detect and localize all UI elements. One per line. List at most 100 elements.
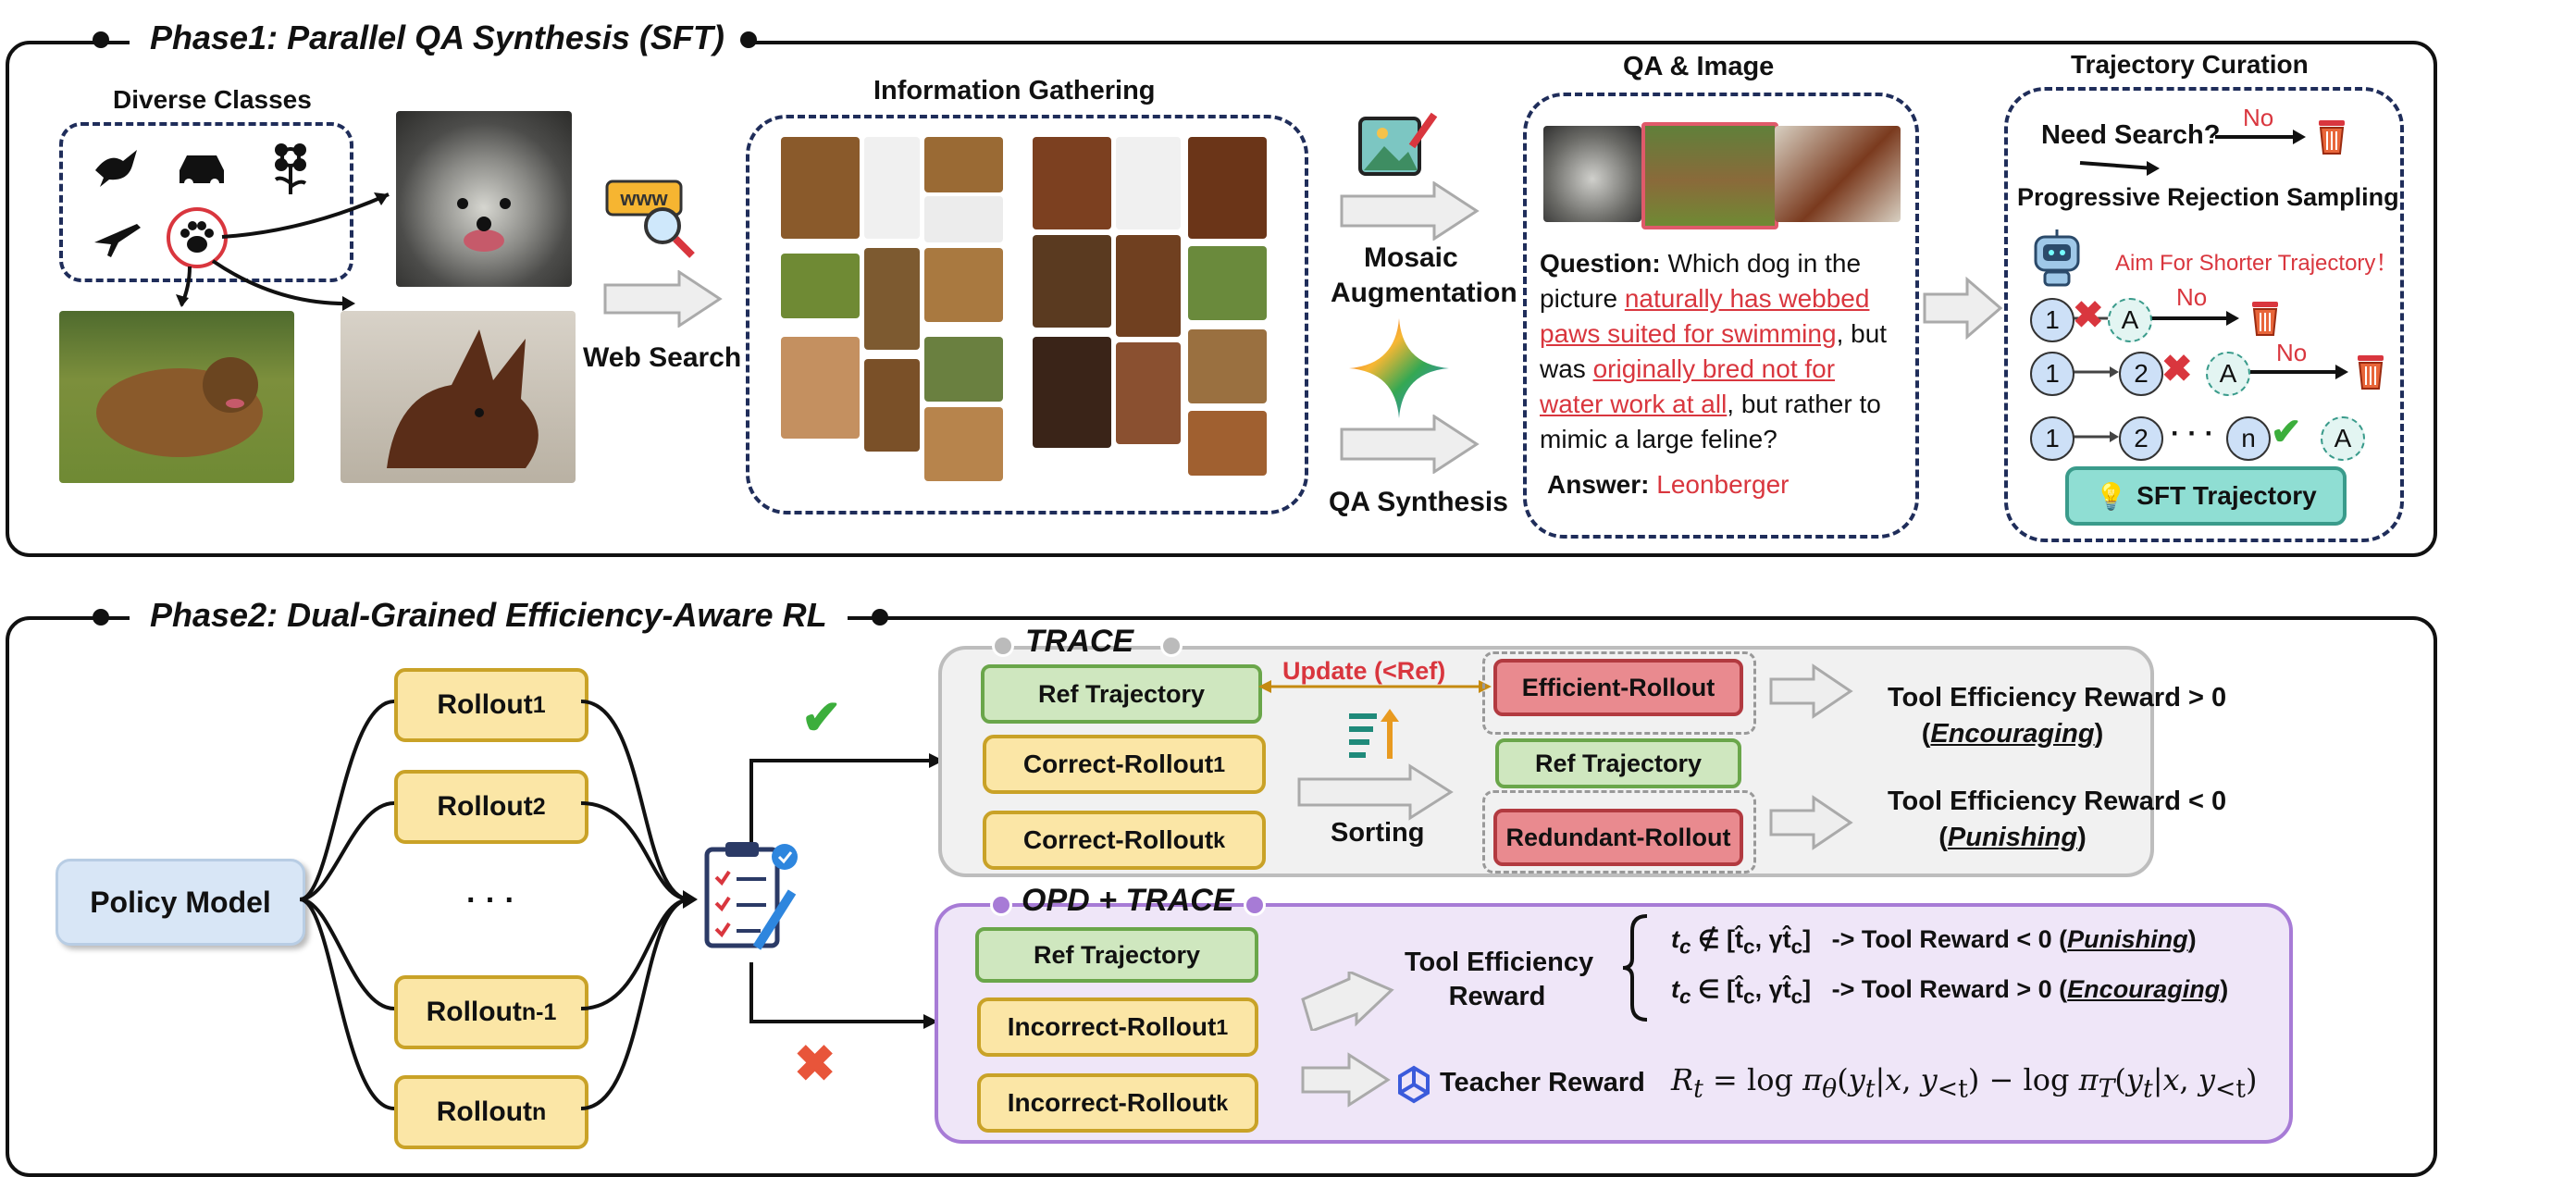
correct-rollout-label: Correct-Rollout: [1022, 750, 1214, 778]
teacher-formula: Rt = log πθ(yt|x, y<t) − log πT(yt|x, y<…: [1671, 1062, 2258, 1104]
answer-text: Answer: Leonberger: [1547, 470, 1789, 500]
reward-neg-label: Tool Efficiency Reward < 0: [1888, 787, 2227, 816]
mosaic-photo-leonberger: [1641, 122, 1778, 229]
need-search-label: Need Search?: [2041, 120, 2221, 150]
rollout-sub: 1: [532, 691, 546, 718]
reward-pos-text: Tool Efficiency Reward > 0 (Encouraging): [1888, 683, 2227, 750]
phase2-title-dot-left: [93, 609, 109, 626]
need-search-no: No: [2243, 104, 2274, 131]
teacher-arrow: [1301, 1052, 1391, 1108]
traj3-node-1: 1: [2030, 416, 2074, 461]
rollout-label: Rollout: [437, 689, 533, 720]
web-search-arrow: [603, 270, 723, 328]
info-gathering-box: [746, 115, 1308, 514]
trash-icon: [2354, 352, 2387, 390]
sft-trajectory-box: 💡SFT Trajectory: [2065, 466, 2347, 526]
rollout-sub: 1: [1213, 751, 1226, 776]
traj2-no: No: [2276, 339, 2308, 366]
teacher-reward-label: Teacher Reward: [1440, 1068, 1645, 1097]
flower-icon: [274, 143, 307, 194]
reward-pos-note: (Encouraging): [1921, 719, 2104, 749]
traj2-node-a: A: [2206, 352, 2250, 396]
traj3-node-2: 2: [2119, 416, 2163, 461]
notin-bracket: ∉ [t̂: [1698, 925, 1744, 953]
web-search-label: Web Search: [583, 342, 742, 373]
trace-title: TRACE: [1025, 624, 1134, 659]
www-search-icon: www: [603, 178, 700, 259]
trash-icon: [2315, 117, 2348, 155]
rollout-label: Rollout: [436, 1096, 533, 1127]
answer-value: Leonberger: [1656, 470, 1790, 499]
question-part-1: Which dog in the picture: [1540, 249, 1862, 313]
traj1-cross-icon: ✖: [2073, 295, 2104, 336]
photo-keeshond: [396, 111, 572, 287]
mosaic-photo-kelpie: [1775, 126, 1901, 222]
update-ref-label: Update (<Ref): [1282, 657, 1446, 685]
incorrect-rollout-label: Incorrect-Rollout: [1007, 1012, 1217, 1041]
sorting-arrow: [1297, 763, 1454, 821]
redundant-rollout: Redundant-Rollout: [1493, 809, 1743, 866]
opd-ref-trajectory: Ref Trajectory: [975, 927, 1258, 983]
sort-icon: [1345, 705, 1403, 762]
clipboard-icon: [700, 836, 801, 957]
qa-image-box: [1523, 93, 1919, 539]
reward-neg-text: Tool Efficiency Reward < 0 (Punishing): [1888, 787, 2227, 853]
traj2-node-1: 1: [2030, 352, 2074, 396]
phase2-title-dot-right: [872, 609, 888, 626]
car-icon: [180, 155, 224, 188]
reward-neg-arrow: [1769, 795, 1853, 850]
phase1-title-dot-left: [93, 31, 109, 48]
rollout-sub: k: [1216, 1090, 1229, 1115]
tool-condition-in: tc ∈ [t̂c, γt̂c] -> Tool Reward > 0 (Enc…: [1671, 975, 2229, 1009]
traj2-cross-icon: ✖: [2161, 349, 2193, 390]
traj3-dots: · · ·: [2171, 418, 2214, 449]
gemini-star-icon: [1345, 315, 1453, 422]
rollout-sub: k: [1213, 827, 1226, 852]
question-label: Question:: [1540, 249, 1661, 278]
sorting-label: Sorting: [1331, 818, 1425, 848]
phase1-title: Phase1: Parallel QA Synthesis (SFT): [130, 19, 745, 57]
aim-shorter-text: Aim For Shorter Trajectory！: [2115, 251, 2398, 276]
policy-model-box: Policy Model: [56, 859, 305, 946]
progressive-rejection-label: Progressive Rejection Sampling: [2017, 183, 2399, 211]
efficient-group: [1482, 651, 1756, 735]
curation-arrow: [1923, 276, 2003, 341]
question-text: Question: Which dog in the picture natur…: [1540, 246, 1901, 457]
tool-reward-neg: -> Tool Reward < 0 (: [1831, 925, 2068, 953]
qa-image-label: QA & Image: [1623, 52, 1775, 81]
photo-kelpie: [341, 311, 576, 483]
robot-icon: [2028, 228, 2086, 289]
traj1-node-1: 1: [2030, 298, 2074, 342]
brace: [1622, 914, 1648, 1022]
correct-check-icon: ✔: [801, 691, 842, 745]
question-part-3: , but rather to mimic a large feline?: [1540, 390, 1881, 453]
rollout-label: Rollout: [437, 791, 533, 822]
traj2-node-2: 2: [2119, 352, 2163, 396]
openai-icon: [1393, 1064, 1434, 1105]
question-part-2: , but was: [1540, 319, 1888, 383]
punishing-text-2: Punishing: [2067, 925, 2188, 953]
question-highlight-2: originally bred not for water work at al…: [1540, 354, 1836, 418]
trash-icon: [2248, 298, 2282, 337]
trace-ref-trajectory: Ref Trajectory: [981, 664, 1262, 724]
qa-synthesis-label: QA Synthesis: [1329, 487, 1508, 517]
traj1-node-a: A: [2108, 298, 2152, 342]
correct-rollout-label: Correct-Rollout: [1022, 825, 1214, 854]
mosaic-label: Mosaic: [1364, 242, 1458, 273]
traj3-node-a: A: [2321, 416, 2365, 461]
encouraging-text: Encouraging: [1930, 719, 2095, 749]
sft-trajectory-label: SFT Trajectory: [2136, 481, 2317, 510]
traj3-node-n: n: [2226, 416, 2271, 461]
reward-pos-label: Tool Efficiency Reward > 0: [1888, 683, 2227, 712]
trajectory-curation-label: Trajectory Curation: [2071, 50, 2309, 79]
traj3-check-icon: ✔: [2271, 412, 2302, 452]
policy-model-label: Policy Model: [90, 885, 271, 919]
diverse-classes-label: Diverse Classes: [113, 85, 312, 114]
